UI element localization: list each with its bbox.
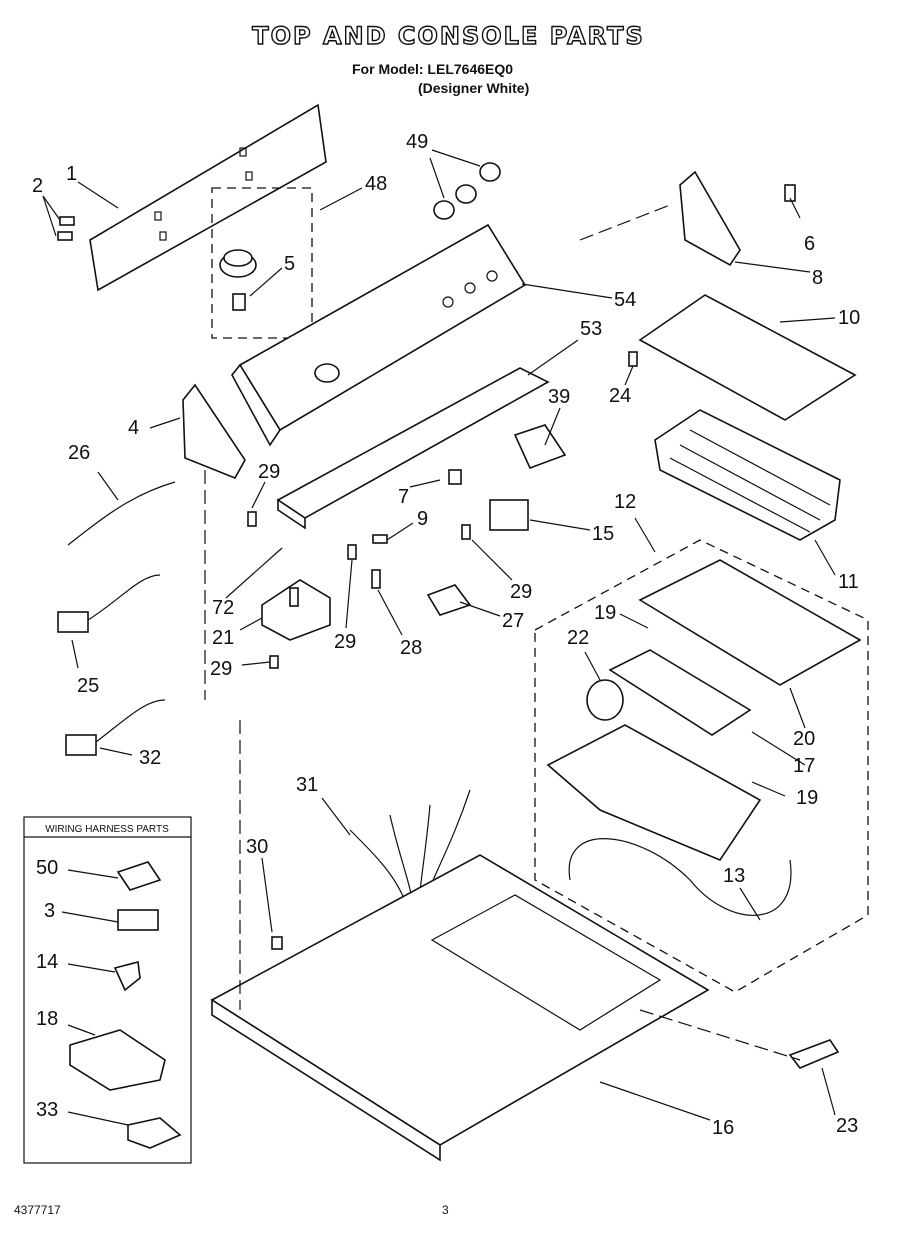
callout-50: 50 <box>36 857 58 879</box>
callout-4: 4 <box>128 417 139 439</box>
callout-33: 33 <box>36 1099 58 1121</box>
part-28 <box>371 569 381 589</box>
callout-29d: 29 <box>210 658 232 680</box>
callout-22: 22 <box>567 627 589 649</box>
part-29-screws <box>247 511 471 669</box>
callout-23: 23 <box>836 1115 858 1137</box>
part-1-slots <box>154 147 253 241</box>
callout-labels: 1 2 48 49 5 54 53 6 8 10 4 39 24 26 29 7… <box>32 131 860 1139</box>
part-duct <box>546 724 762 861</box>
callout-14: 14 <box>36 951 58 973</box>
part-20-frame <box>638 559 862 686</box>
callout-24: 24 <box>609 385 631 407</box>
part-7 <box>448 469 462 485</box>
part-15 <box>489 499 529 531</box>
part-25-harness <box>57 574 161 633</box>
part-9 <box>372 534 388 544</box>
callout-8: 8 <box>812 267 823 289</box>
callout-15: 15 <box>592 523 614 545</box>
part-32-harness <box>65 699 166 756</box>
part-17-seal <box>608 649 752 736</box>
callout-48: 48 <box>365 173 387 195</box>
callout-26: 26 <box>68 442 90 464</box>
wiring-box-parts <box>69 861 182 1149</box>
callout-30: 30 <box>246 836 268 858</box>
document-number: 4377717 <box>14 1203 61 1217</box>
callout-28: 28 <box>400 637 422 659</box>
part-26-wire <box>67 481 176 546</box>
callout-29a: 29 <box>258 461 280 483</box>
callout-54: 54 <box>614 289 636 311</box>
part-24-clip <box>628 351 638 367</box>
part-11-filter-housing <box>654 409 841 541</box>
callout-1: 1 <box>66 163 77 185</box>
wiring-box <box>23 816 192 1164</box>
callout-49: 49 <box>406 131 428 153</box>
part-2-screws <box>57 216 75 241</box>
part-39 <box>513 424 567 470</box>
part-21-motor <box>261 579 331 641</box>
callout-19a: 19 <box>594 602 616 624</box>
part-49-knobs <box>433 162 501 220</box>
page-title: TOP AND CONSOLE PARTS <box>252 21 645 50</box>
model-label: For Model: LEL7646EQ0 <box>352 61 514 77</box>
part-27 <box>426 584 472 616</box>
alignment-lines <box>204 204 801 1061</box>
callout-12: 12 <box>614 491 636 513</box>
part-53-plate <box>276 367 550 530</box>
part-8-bracket <box>679 170 741 267</box>
part-1-bracket <box>89 103 327 292</box>
callout-29c: 29 <box>334 631 356 653</box>
part-4-endcap <box>182 383 246 480</box>
part-48-group-outline <box>211 187 313 339</box>
callout-32: 32 <box>139 747 161 769</box>
callout-10: 10 <box>838 307 860 329</box>
part-16-top-panel <box>210 854 710 1162</box>
page-number: 3 <box>442 1203 449 1217</box>
callout-29b: 29 <box>510 581 532 603</box>
part-54-console <box>231 223 527 447</box>
callout-31: 31 <box>296 774 318 796</box>
part-11-mesh <box>669 429 831 533</box>
part-30-clip <box>271 936 283 950</box>
callout-39: 39 <box>548 386 570 408</box>
part-23-endpiece <box>788 1039 840 1069</box>
callout-13: 13 <box>723 865 745 887</box>
part-12-group-outline <box>534 539 869 993</box>
callout-17: 17 <box>793 755 815 777</box>
callout-21: 21 <box>212 627 234 649</box>
callout-7: 7 <box>398 486 409 508</box>
leader-lines <box>42 149 836 1126</box>
callout-72: 72 <box>212 597 234 619</box>
callout-19b: 19 <box>796 787 818 809</box>
callout-2: 2 <box>32 175 43 197</box>
callout-6: 6 <box>804 233 815 255</box>
callout-9: 9 <box>417 508 428 530</box>
part-13-hose <box>568 838 792 916</box>
callout-27: 27 <box>502 610 524 632</box>
part-5-knob <box>219 249 257 311</box>
wiring-box-title: WIRING HARNESS PARTS <box>45 824 169 835</box>
callout-16: 16 <box>712 1117 734 1139</box>
part-6-screw <box>784 184 796 202</box>
callout-53: 53 <box>580 318 602 340</box>
callout-20: 20 <box>793 728 815 750</box>
part-22-ring <box>586 679 624 721</box>
part-10-lid <box>638 294 857 421</box>
callout-18: 18 <box>36 1008 58 1030</box>
color-label: (Designer White) <box>418 80 530 96</box>
callout-5: 5 <box>284 253 295 275</box>
callout-25: 25 <box>77 675 99 697</box>
callout-3: 3 <box>44 900 55 922</box>
callout-11: 11 <box>838 571 859 593</box>
